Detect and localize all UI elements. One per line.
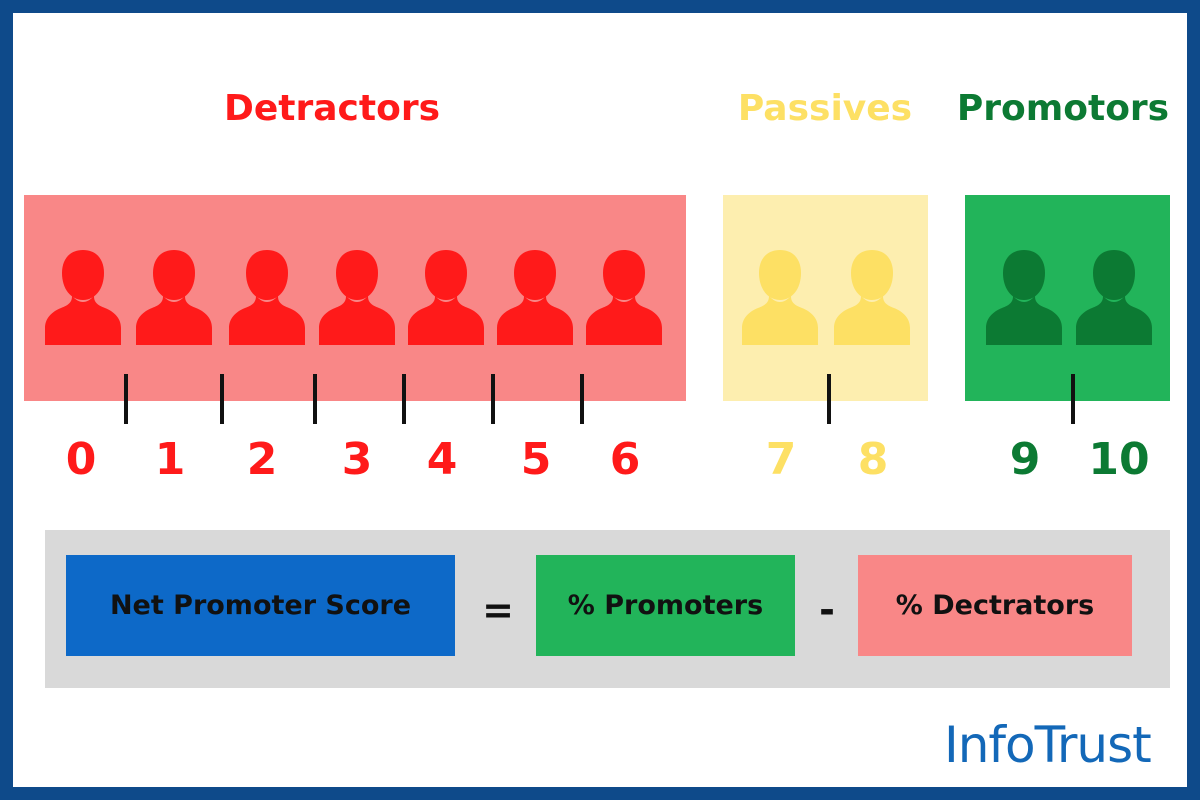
person-icon xyxy=(408,248,484,345)
person-icon xyxy=(136,248,212,345)
score-2: 2 xyxy=(246,434,278,485)
promoters-box: % Promoters xyxy=(536,555,795,656)
score-4: 4 xyxy=(426,434,458,485)
score-5: 5 xyxy=(520,434,552,485)
passives-title: Passives xyxy=(737,88,913,129)
tick-0-1 xyxy=(124,374,128,424)
score-1: 1 xyxy=(154,434,186,485)
passives-panel xyxy=(723,195,928,401)
minus-sign: - xyxy=(819,588,835,632)
score-6: 6 xyxy=(609,434,641,485)
person-icon xyxy=(45,248,121,345)
score-7: 7 xyxy=(765,434,797,485)
score-0: 0 xyxy=(65,434,97,485)
tick-7-8 xyxy=(827,374,831,424)
person-icon xyxy=(986,248,1062,345)
detractors-title: Detractors xyxy=(223,88,441,129)
score-9: 9 xyxy=(1009,434,1041,485)
tick-5-6 xyxy=(580,374,584,424)
score-3: 3 xyxy=(341,434,373,485)
tick-3-4 xyxy=(402,374,406,424)
tick-2-3 xyxy=(313,374,317,424)
tick-4-5 xyxy=(491,374,495,424)
person-icon xyxy=(586,248,662,345)
person-icon xyxy=(497,248,573,345)
promoters-label: % Promoters xyxy=(567,590,764,621)
tick-1-2 xyxy=(220,374,224,424)
score-8: 8 xyxy=(857,434,889,485)
tick-9-10 xyxy=(1071,374,1075,424)
person-icon xyxy=(742,248,818,345)
person-icon xyxy=(229,248,305,345)
person-icon xyxy=(319,248,395,345)
promotors-panel xyxy=(965,195,1170,401)
infotrust-logo: InfoTrust xyxy=(944,716,1152,774)
promotors-title: Promotors xyxy=(956,88,1170,129)
detractors-box: % Dectrators xyxy=(858,555,1132,656)
detractors-label: % Dectrators xyxy=(895,590,1095,621)
nps-label: Net Promoter Score xyxy=(109,590,412,621)
score-10: 10 xyxy=(1088,434,1150,485)
person-icon xyxy=(1076,248,1152,345)
person-icon xyxy=(834,248,910,345)
nps-box: Net Promoter Score xyxy=(66,555,455,656)
equals-sign: = xyxy=(482,588,514,632)
